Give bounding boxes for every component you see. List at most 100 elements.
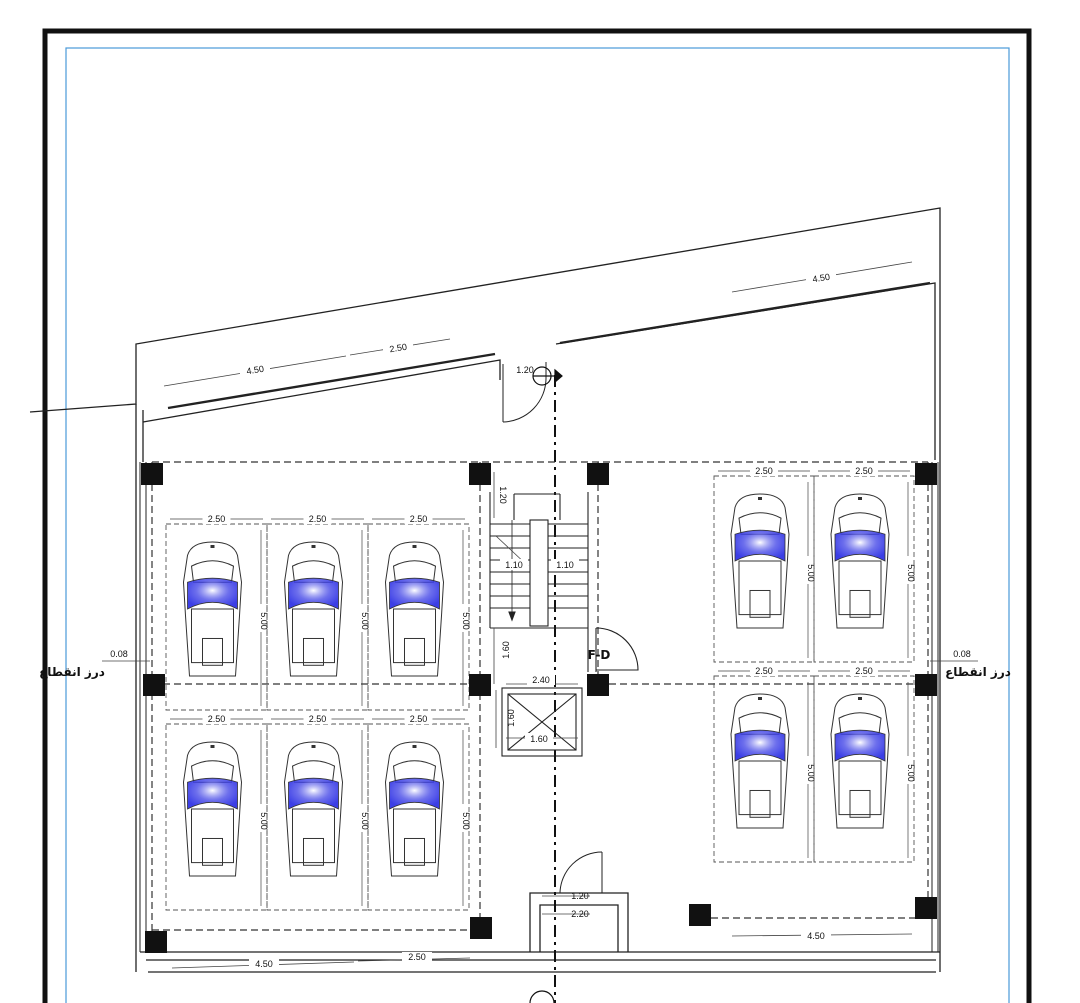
car-hood <box>392 560 437 583</box>
car-body <box>384 541 445 677</box>
bay-width-dim-bg <box>202 514 231 524</box>
car-icon <box>730 493 790 629</box>
parking-bay: 2.50 5.00 <box>165 714 269 911</box>
car-rear-window <box>749 589 771 618</box>
car-body <box>182 541 243 677</box>
bay-length-dim: 5.00 <box>461 612 471 630</box>
dim-stair-flight-right: 1.10 <box>556 560 574 570</box>
car-roof <box>393 808 436 864</box>
bay-length-dim: 5.00 <box>806 764 816 782</box>
columns <box>141 463 937 953</box>
car-rear-window <box>303 837 324 866</box>
stair-core <box>489 492 589 672</box>
bay-outline <box>713 475 815 663</box>
dim-stair-half-landing: 1.60 <box>501 641 511 659</box>
parking-bay: 2.505.00 <box>266 714 370 911</box>
column <box>469 463 491 485</box>
car-body <box>384 741 445 877</box>
expansion-joint-label-left: درز انقطاع <box>39 665 105 679</box>
dim-top-right-4.50: 4.50 <box>812 272 831 285</box>
bay-length-dim-bg <box>458 804 468 832</box>
column <box>587 463 609 485</box>
bay-length-dim: 5.00 <box>906 764 916 782</box>
bay-width-dim: 2.50 <box>410 514 428 524</box>
entrance-door-bottom <box>559 851 603 894</box>
car-hood <box>838 512 882 535</box>
car-body <box>730 493 790 629</box>
car-badge <box>210 545 215 548</box>
expansion-joint <box>139 462 939 952</box>
axis-marker-top <box>532 366 563 386</box>
bay-length-dim-bg <box>357 604 367 632</box>
sheet-outer-border <box>42 28 1032 1003</box>
bay-width-dim: 2.50 <box>208 514 226 524</box>
bay-outline <box>813 675 915 863</box>
bay-width-dim-bg <box>404 714 433 724</box>
car-rear-window <box>849 789 871 818</box>
car-badge <box>311 545 316 548</box>
bay-width-dim: 2.50 <box>208 714 226 724</box>
car-hood <box>190 560 235 583</box>
bay-width-dim: 2.50 <box>755 666 773 676</box>
parking-bay: 2.505.00 <box>813 466 916 663</box>
parking-bay: 2.50 5.00 <box>165 514 269 711</box>
bay-length-dim-bg <box>903 556 913 584</box>
stair-well <box>529 519 549 627</box>
car-body <box>830 493 890 629</box>
site-outline <box>29 207 941 973</box>
bay-length-dim-bg <box>803 756 813 784</box>
car-roof <box>393 608 436 664</box>
car-roof <box>292 608 335 664</box>
bay-length-dim: 5.00 <box>360 812 370 830</box>
car-body <box>182 741 243 877</box>
bay-outline <box>367 523 470 711</box>
car-rear-window <box>303 637 324 666</box>
car-badge <box>311 745 316 748</box>
car-icon <box>830 493 890 629</box>
bay-outline <box>266 523 369 711</box>
car-roof <box>738 760 782 816</box>
car-badge <box>412 745 417 748</box>
bay-length-dim: 5.00 <box>360 612 370 630</box>
bay-length-dim-bg <box>256 804 266 832</box>
column <box>689 904 711 926</box>
car-windshield <box>187 777 238 810</box>
dim-bottom-left-4.50: 4.50 <box>255 959 273 969</box>
car-icon <box>283 741 344 877</box>
car-rear-window <box>202 637 223 666</box>
dim-shaft-height: 1.60 <box>506 709 516 727</box>
bay-length-dim-bg <box>357 804 367 832</box>
car-windshield <box>288 777 339 810</box>
column <box>915 463 937 485</box>
car-roof <box>738 560 782 616</box>
car-badge <box>758 697 762 700</box>
bay-width-dim-bg <box>750 466 778 476</box>
bay-length-dim: 5.00 <box>259 812 269 830</box>
stair-treads <box>490 523 588 609</box>
car-rear-window <box>849 589 871 618</box>
parking-bays-right: 2.505.002.505.002.505.002.505.00 <box>713 466 916 863</box>
column <box>141 463 163 485</box>
entrance-door-top <box>502 362 547 423</box>
dim-shaft-width: 1.60 <box>530 734 548 744</box>
car-windshield <box>834 529 886 562</box>
car-badge <box>210 745 215 748</box>
elevator-shaft <box>501 687 583 757</box>
car-hood <box>291 560 336 583</box>
dim-stair-landing: 1.20 <box>498 486 508 504</box>
parking-bay: 2.505.00 <box>713 466 816 663</box>
bay-width-dim: 2.50 <box>309 514 327 524</box>
car-icon <box>182 741 243 877</box>
car-icon <box>182 541 243 677</box>
bay-outline <box>713 675 815 863</box>
car-icon <box>283 541 344 677</box>
parking-bay: 2.50 5.00 <box>367 514 471 711</box>
bay-length-dim: 5.00 <box>259 612 269 630</box>
bay-outline <box>165 723 268 911</box>
car-hood <box>838 712 882 735</box>
column <box>587 674 609 696</box>
parking-bays-left: 2.505.002.505.002.505.002.505.002.505.00… <box>165 514 471 911</box>
fire-door-label: F-D <box>588 648 611 662</box>
dim-bottom-right-4.50: 4.50 <box>807 931 825 941</box>
